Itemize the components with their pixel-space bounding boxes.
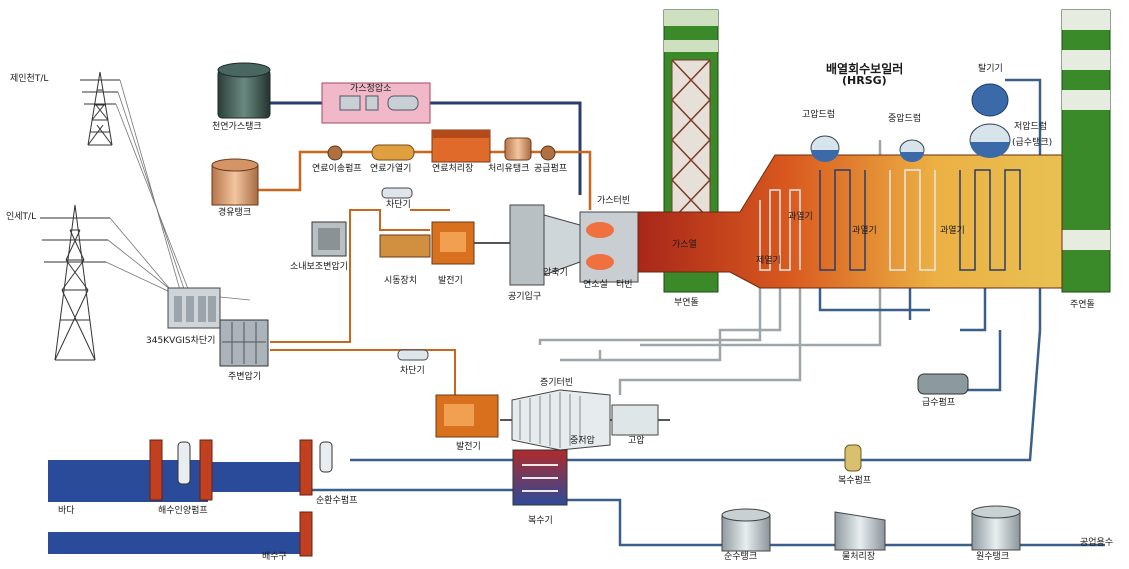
lng-tank <box>218 63 270 118</box>
label-flue-gas: 가스열 <box>672 240 697 251</box>
main-stack <box>1062 10 1110 292</box>
label-fuel-heater: 연료가열기 <box>370 164 411 175</box>
label-starter: 시동장치 <box>384 276 417 287</box>
aux-transformer <box>312 222 346 256</box>
label-lng-tank: 천연가스탱크 <box>212 122 262 133</box>
label-condensate-pump: 복수펌프 <box>838 476 871 487</box>
label-tl-bottom: 인세T/L <box>6 212 36 223</box>
circ-pump <box>320 442 332 472</box>
label-intake-pump: 해수인양펌프 <box>158 506 208 517</box>
label-bypass-stack: 부연돌 <box>674 298 699 309</box>
label-superheater-3: 과열기 <box>940 226 965 237</box>
label-main-stack: 주연돌 <box>1070 300 1095 311</box>
label-main-transformer: 주변압기 <box>228 372 261 383</box>
label-raw-water-tank: 원수탱크 <box>976 552 1009 563</box>
label-air-inlet: 공기입구 <box>508 292 541 303</box>
label-ip-turbine: 중저압 <box>570 436 595 447</box>
condenser <box>513 450 567 505</box>
hrsg-subtitle: (HRSG) <box>842 74 887 87</box>
label-superheater-2: 과열기 <box>852 226 877 237</box>
label-gas-regulator: 가스정압소 <box>350 84 391 95</box>
generator-bottom <box>436 395 498 437</box>
label-superheater-1: 과열기 <box>788 212 813 223</box>
label-gis: 345KVGIS차단기 <box>146 336 215 347</box>
label-water-treatment: 물처리장 <box>842 552 875 563</box>
deaerator <box>972 84 1008 116</box>
gis-switchgear <box>168 288 220 328</box>
label-economizer: 제열기 <box>756 256 781 267</box>
label-fuel-treatment: 연료처리장 <box>432 164 473 175</box>
label-combustor: 연소실 <box>583 280 608 291</box>
water-treatment <box>835 512 885 550</box>
label-supply-pump: 공급펌프 <box>534 164 567 175</box>
label-lp-drum: 저압드럼 <box>1014 122 1047 133</box>
condensate-pump <box>845 445 861 471</box>
supply-pump <box>541 146 555 160</box>
fuel-pump <box>328 146 342 160</box>
hp-drum <box>811 136 839 162</box>
raw-water-tank <box>972 506 1020 550</box>
label-aux-transformer: 소내보조변압기 <box>290 262 348 273</box>
fuel-heater <box>372 145 414 160</box>
breaker-bottom <box>398 350 428 360</box>
label-feedwater-tank: (급수탱크) <box>1012 138 1052 149</box>
breaker-top <box>382 188 412 198</box>
label-generator-bottom: 발전기 <box>456 442 481 453</box>
label-oil-tank: 경유탱크 <box>218 208 251 219</box>
label-sea: 바다 <box>58 506 75 517</box>
fuel-treatment-plant <box>432 130 490 162</box>
transmission-tower-top <box>80 72 120 145</box>
label-industrial-water: 공업용수 <box>1080 538 1113 549</box>
label-turbine: 터빈 <box>616 280 633 291</box>
label-gas-turbine: 가스터빈 <box>597 196 630 207</box>
label-steam-turbine: 증기터빈 <box>540 378 573 389</box>
label-fuel-pump: 연료이송펌프 <box>312 164 362 175</box>
label-pure-water-tank: 순수탱크 <box>724 552 757 563</box>
label-generator-top: 발전기 <box>438 276 463 287</box>
label-condenser: 복수기 <box>528 516 553 527</box>
pure-water-tank <box>722 509 770 551</box>
treated-oil-tank <box>505 138 531 160</box>
oil-pipe <box>255 152 590 210</box>
label-feed-pump: 급수펌프 <box>922 398 955 409</box>
lp-drum <box>970 124 1010 158</box>
oil-tank <box>212 159 258 205</box>
label-deaerator: 탈기기 <box>978 64 1003 75</box>
intake-pump <box>178 442 190 484</box>
label-breaker-bottom: 차단기 <box>400 366 425 377</box>
feed-pump <box>918 374 968 394</box>
label-tl-top: 제인천T/L <box>10 74 48 85</box>
starter <box>380 235 430 257</box>
generator-top <box>432 222 474 264</box>
transmission-tower-bottom <box>40 205 110 360</box>
ip-drum <box>900 140 924 162</box>
gas-turbine <box>510 205 638 285</box>
label-breaker-top: 차단기 <box>386 200 411 211</box>
label-ip-drum: 중압드럼 <box>888 114 921 125</box>
label-treated-oil-tank: 처리유탱크 <box>488 164 529 175</box>
main-transformer <box>220 320 268 366</box>
label-compressor: 압축기 <box>543 268 568 279</box>
label-circ-pump: 순환수펌프 <box>316 496 357 507</box>
label-discharge: 배수구 <box>262 552 287 563</box>
label-hp-turbine: 고압 <box>628 436 645 447</box>
label-hp-drum: 고압드럼 <box>802 110 835 121</box>
